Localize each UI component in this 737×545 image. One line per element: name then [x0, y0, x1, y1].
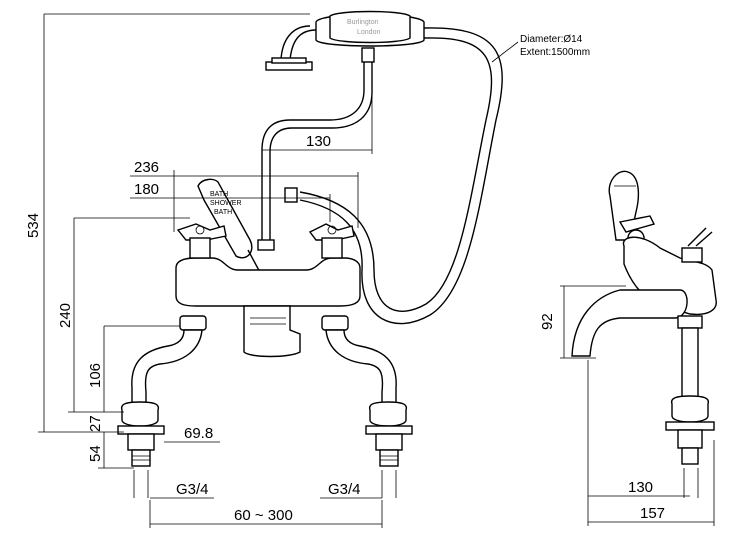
front-view: Burlington London BATH SHOWER BATH: [117, 10, 503, 498]
hose-diameter: Diameter:Ø14: [520, 34, 583, 45]
brand-line-2: London: [357, 29, 380, 36]
hose-extent: Extent:1500mm: [520, 47, 590, 58]
right-leg: [321, 315, 413, 498]
lever-label-2: SHOWER: [210, 200, 242, 207]
dim-92: 92: [539, 313, 556, 330]
dim-180: 180: [134, 181, 159, 198]
lever-label-3: BATH: [214, 209, 232, 216]
dim-centres: 60 ~ 300: [234, 507, 293, 524]
lever-label-1: BATH: [210, 191, 228, 198]
dim-27: 27: [87, 415, 104, 432]
riser-pipe: [261, 62, 365, 240]
dim-534: 534: [25, 213, 42, 238]
side-view: [571, 170, 717, 498]
dim-236: 236: [134, 159, 159, 176]
hose: [299, 27, 503, 325]
thread-right: G3/4: [328, 481, 361, 498]
right-cross-handle[interactable]: [308, 223, 355, 259]
brand-line-1: Burlington: [347, 19, 379, 26]
dim-130-side: 130: [628, 479, 653, 496]
handset: Burlington London: [265, 10, 425, 71]
thread-left: G3/4: [176, 481, 209, 498]
left-leg: [117, 315, 207, 498]
dim-157: 157: [640, 505, 665, 522]
dim-130-top: 130: [306, 133, 331, 150]
dim-240: 240: [57, 303, 74, 328]
front-dimensions: 534 130 236 180 240 106 27 54 69.8: [25, 13, 590, 528]
side-dimensions: 92 130 157: [539, 285, 715, 526]
dim-54: 54: [87, 445, 104, 462]
left-cross-handle[interactable]: [176, 223, 227, 259]
dim-69-8: 69.8: [184, 425, 213, 442]
valve-body: [175, 257, 361, 358]
dim-106: 106: [87, 363, 104, 388]
